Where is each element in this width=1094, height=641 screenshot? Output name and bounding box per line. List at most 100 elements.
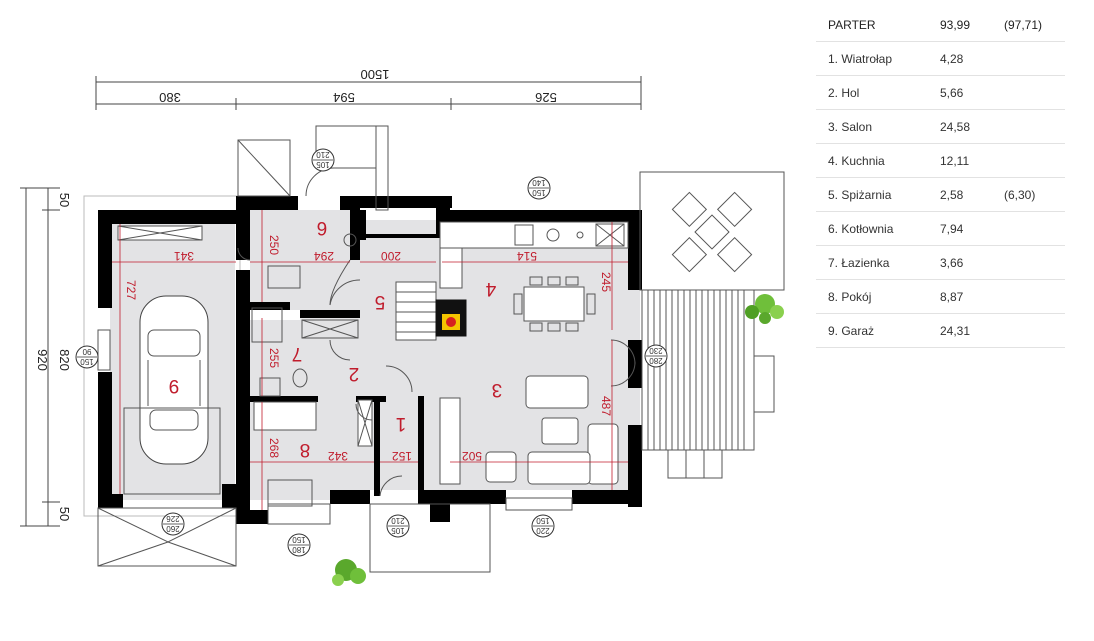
car-icon [139,295,209,465]
walls [98,196,642,524]
room-name: 1. Wiatrołap [816,41,940,76]
window-tag-2: 150 140 [527,176,551,200]
room-number-8: 8 [300,439,311,460]
svg-text:105: 105 [391,526,405,535]
window-tag-6: 105 210 [386,514,410,538]
svg-text:230: 230 [649,346,663,355]
room-area: 2,58 [940,177,1004,212]
room-name: 3. Salon [816,109,940,144]
room-name: 4. Kuchnia [816,143,940,178]
area-row: 2. Hol 5,66 [816,75,1065,110]
area-table-header: PARTER 93,99 (97,71) [816,8,1065,42]
dim-boiler-width: 294 [314,249,334,263]
svg-text:105: 105 [316,160,330,169]
room-name: 5. Spiżarnia [816,177,940,212]
floor-name: PARTER [816,8,940,42]
room-number-3: 3 [492,379,503,400]
svg-text:210: 210 [316,150,330,159]
area-row: 7. Łazienka 3,66 [816,245,1065,280]
svg-text:150: 150 [532,188,546,197]
plant-icon [745,294,784,324]
svg-text:90: 90 [82,347,91,356]
window-tag-7: 220 150 [531,514,555,538]
room-name: 2. Hol [816,75,940,110]
dim-salon-width: 502 [462,449,482,463]
window-tag-8: 280 230 [644,344,668,368]
interior-dimensions: 341 727 294 250 200 514 245 255 342 268 … [112,210,628,510]
fireplace-icon [435,299,467,337]
room-area-extra [1004,143,1065,178]
svg-text:150: 150 [536,516,550,525]
svg-text:260: 260 [166,524,180,533]
svg-text:226: 226 [166,514,180,523]
room-area-extra: (6,30) [1004,177,1065,212]
fixtures [97,125,785,573]
dim-width-594: 594 [333,90,355,105]
room-area-extra [1004,313,1065,348]
window-tag-3: 150 90 [75,345,99,369]
room-numbers: 1 2 3 4 5 6 7 8 9 [169,217,503,460]
svg-text:180: 180 [292,545,306,554]
dim-garage-width: 341 [174,249,194,263]
window-tags: 105 210 150 140 150 90 260 226 180 150 [75,148,668,557]
dim-bottom-offset: 50 [57,507,72,521]
left-dimensions: 920 820 50 50 [20,187,72,527]
window-tag-1: 105 210 [311,148,335,172]
floor-area: 93,99 [940,8,1004,42]
plant-icon-entrance [332,559,366,586]
room-area: 24,31 [940,313,1004,348]
room-number-5: 5 [375,291,386,312]
room-area: 8,87 [940,279,1004,314]
dim-boiler-height: 250 [267,235,281,255]
dim-top-offset: 50 [57,193,72,207]
room-number-7: 7 [292,343,303,364]
dim-width-380: 380 [159,90,181,105]
svg-text:220: 220 [536,526,550,535]
dim-inner-height: 820 [57,349,72,371]
room-number-1: 1 [396,413,407,434]
svg-text:280: 280 [649,356,663,365]
dim-salon-height: 487 [599,396,613,416]
top-dimensions: 1500 380 594 526 [95,67,642,110]
area-row: 5. Spiżarnia 2,58 (6,30) [816,177,1065,212]
room-area: 12,11 [940,143,1004,178]
room-number-6: 6 [317,217,328,238]
dim-room8-width: 342 [328,449,348,463]
room-name: 8. Pokój [816,279,940,314]
dim-total-width: 1500 [361,67,390,82]
room-number-4: 4 [485,278,496,299]
room-name: 9. Garaż [816,313,940,348]
area-row: 4. Kuchnia 12,11 [816,143,1065,178]
room-number-9: 9 [169,375,180,396]
room-name: 6. Kotłownia [816,211,940,246]
dim-room8-height: 268 [267,438,281,458]
dim-kitchen-height: 245 [599,272,613,292]
room-area: 7,94 [940,211,1004,246]
area-row: 9. Garaż 24,31 [816,313,1065,348]
dim-width-526: 526 [535,90,557,105]
area-table: PARTER 93,99 (97,71) 1. Wiatrołap 4,28 2… [816,8,1065,348]
window-tag-5: 180 150 [287,533,311,557]
svg-text:140: 140 [532,178,546,187]
room-name: 7. Łazienka [816,245,940,280]
dim-vestibule-width: 152 [392,449,412,463]
area-row: 6. Kotłownia 7,94 [816,211,1065,246]
room-area-extra [1004,245,1065,280]
area-row: 3. Salon 24,58 [816,109,1065,144]
dim-kitchen-width: 514 [517,249,537,263]
room-area-extra [1004,211,1065,246]
room-area: 24,58 [940,109,1004,144]
floor-area-extra: (97,71) [1004,8,1065,42]
room-area: 3,66 [940,245,1004,280]
room-number-2: 2 [349,363,360,384]
dim-bath-height: 255 [267,348,281,368]
room-area: 4,28 [940,41,1004,76]
room-area-extra [1004,41,1065,76]
svg-text:150: 150 [292,535,306,544]
floor-plan: 1500 380 594 526 920 820 50 50 [20,67,785,586]
area-row: 8. Pokój 8,87 [816,279,1065,314]
area-row: 1. Wiatrołap 4,28 [816,41,1065,76]
dim-total-height: 920 [35,349,50,371]
window-tag-4: 260 226 [161,512,185,536]
dim-garage-height: 727 [124,280,138,300]
